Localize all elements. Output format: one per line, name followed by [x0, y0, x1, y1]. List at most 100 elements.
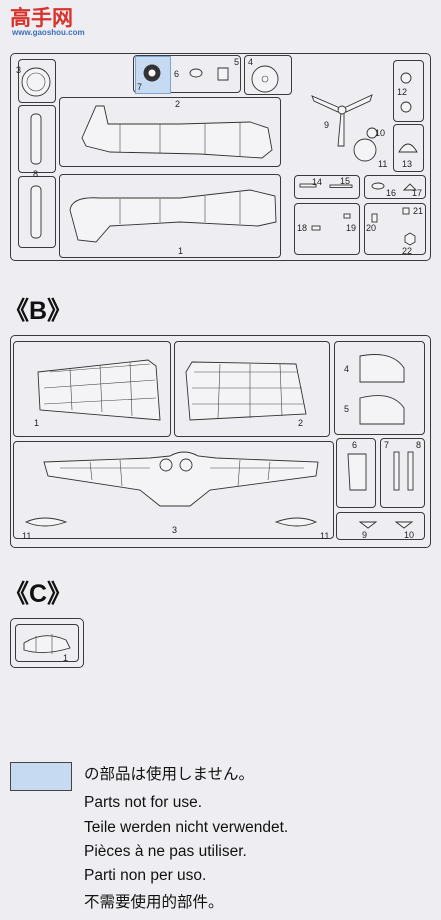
- sprue-a-cell-3: [18, 59, 56, 103]
- part-3-ring: [21, 67, 51, 97]
- sprue-c-heading: 《C》: [4, 580, 73, 608]
- part-14: [299, 183, 317, 188]
- b-part-label-11-left: 11: [22, 531, 32, 541]
- sprue-c-cell-1: [15, 624, 79, 662]
- sprue-a-frame: [10, 53, 431, 261]
- sprue-b-cell-1: [13, 341, 171, 437]
- a-part-label-14: 14: [312, 177, 323, 187]
- sprue-a-cell-4: [244, 55, 292, 95]
- part-13: [398, 143, 418, 153]
- a-part-label-2: 2: [175, 99, 181, 109]
- sprue-c-frame: [10, 618, 84, 668]
- sprue-b-cell-4: [334, 341, 425, 435]
- part-1-fuselage: [69, 189, 277, 243]
- b-part-2-wing: [185, 361, 307, 421]
- sprue-a-cell-8: [18, 105, 56, 173]
- legend-line-it: Parti non per uso.: [84, 867, 207, 884]
- b-part-label-8: 8: [416, 440, 422, 450]
- b-part-6: [347, 453, 367, 491]
- sprue-b-heading: 《B》: [4, 297, 73, 325]
- b-part-label-10: 10: [404, 530, 415, 540]
- a-part-label-3: 3: [16, 65, 22, 75]
- part-11-ring: [353, 138, 377, 162]
- sprue-b-cell-3: [13, 441, 334, 539]
- a-part-label-7: 7: [137, 82, 143, 92]
- b-part-3-wheelwell-left: [159, 458, 173, 472]
- part-18: [311, 225, 321, 231]
- sprue-a-cell-12: [393, 60, 424, 122]
- sprue-b-drawing: [24, 354, 414, 529]
- part-8-strut-upper: [30, 113, 42, 165]
- a-part-label-21: 21: [413, 206, 424, 216]
- a-part-label-5: 5: [234, 57, 240, 67]
- c-part-label-1: 1: [63, 653, 69, 663]
- b-part-7: [393, 451, 400, 491]
- b-part-3-wing: [43, 451, 319, 507]
- part-19: [343, 213, 351, 219]
- legend-line-de: Teile werden nicht verwendet.: [84, 819, 289, 836]
- a-part-label-20: 20: [366, 223, 377, 233]
- sprue-b-frame: [10, 335, 431, 548]
- a-part-label-19: 19: [346, 223, 357, 233]
- a-part-label-6: 6: [174, 69, 180, 79]
- part-5-seat: [217, 67, 229, 81]
- a-part-label-1: 1: [178, 246, 184, 256]
- a-part-label-13: 13: [402, 159, 413, 169]
- b-part-11-tank-right: [274, 517, 318, 527]
- a-part-label-18: 18: [297, 223, 308, 233]
- b-part-label-6: 6: [352, 440, 358, 450]
- sprue-b-cell-7: [380, 438, 425, 508]
- a-part-label-12: 12: [397, 87, 408, 97]
- watermark-url: www.gaoshou.com: [12, 28, 85, 37]
- sprue-a-cell-18: [294, 203, 360, 255]
- b-part-label-3: 3: [172, 525, 178, 535]
- a-part-label-11: 11: [378, 159, 388, 169]
- a-part-label-16: 16: [386, 188, 397, 198]
- sprue-a-cell-20: [364, 203, 426, 255]
- b-part-4: [359, 354, 405, 383]
- sprue-b-cell-6: [336, 438, 376, 508]
- part-9-propeller: [311, 94, 373, 147]
- b-part-1-wing: [37, 359, 161, 421]
- b-part-label-2: 2: [298, 418, 304, 428]
- b-part-label-9: 9: [362, 530, 368, 540]
- sprue-a-cell-13: [393, 124, 424, 172]
- part-20: [371, 213, 378, 223]
- sprue-a-cell-1: [59, 174, 281, 258]
- a-part-label-15: 15: [340, 176, 351, 186]
- a-part-label-4: 4: [248, 57, 254, 67]
- legend-line-zh: 不需要使用的部件。: [84, 894, 224, 911]
- b-part-11-tank-left: [24, 517, 68, 527]
- a-part-label-10: 10: [375, 128, 386, 138]
- part-6: [189, 68, 203, 78]
- b-part-label-11-right: 11: [320, 531, 330, 541]
- part-21: [402, 207, 410, 215]
- legend-swatch: [10, 762, 72, 791]
- b-part-3-wheelwell-right: [179, 458, 193, 472]
- part-12-disk-b: [400, 101, 412, 113]
- b-part-label-1: 1: [34, 418, 40, 428]
- sprue-a-cell-16: [364, 175, 426, 199]
- b-part-9: [358, 521, 378, 529]
- a-part-label-22: 22: [402, 246, 413, 256]
- b-part-8: [407, 451, 414, 491]
- c-part-1-canopy: [23, 635, 71, 653]
- part-16: [371, 182, 385, 190]
- part-12-disk-a: [400, 72, 412, 84]
- part-8-strut-lower: [30, 185, 42, 239]
- sprue-b-cell-2: [174, 341, 330, 437]
- part-4-disk: [251, 65, 279, 93]
- part-22: [404, 232, 416, 246]
- sprue-a-cell-14: [294, 175, 360, 199]
- sprue-a-cell-8b: [18, 176, 56, 248]
- b-part-label-7: 7: [384, 440, 390, 450]
- sprue-a-drawing: [21, 64, 418, 246]
- sprue-b-cell-9: [336, 512, 425, 540]
- part-2-fuselage: [81, 105, 273, 159]
- a-part-label-8: 8: [33, 169, 39, 179]
- b-part-10: [394, 521, 414, 529]
- b-part-label-5: 5: [344, 404, 350, 414]
- legend-line-en: Parts not for use.: [84, 794, 203, 811]
- a-part-label-17: 17: [412, 188, 423, 198]
- a-part-label-9: 9: [324, 120, 330, 130]
